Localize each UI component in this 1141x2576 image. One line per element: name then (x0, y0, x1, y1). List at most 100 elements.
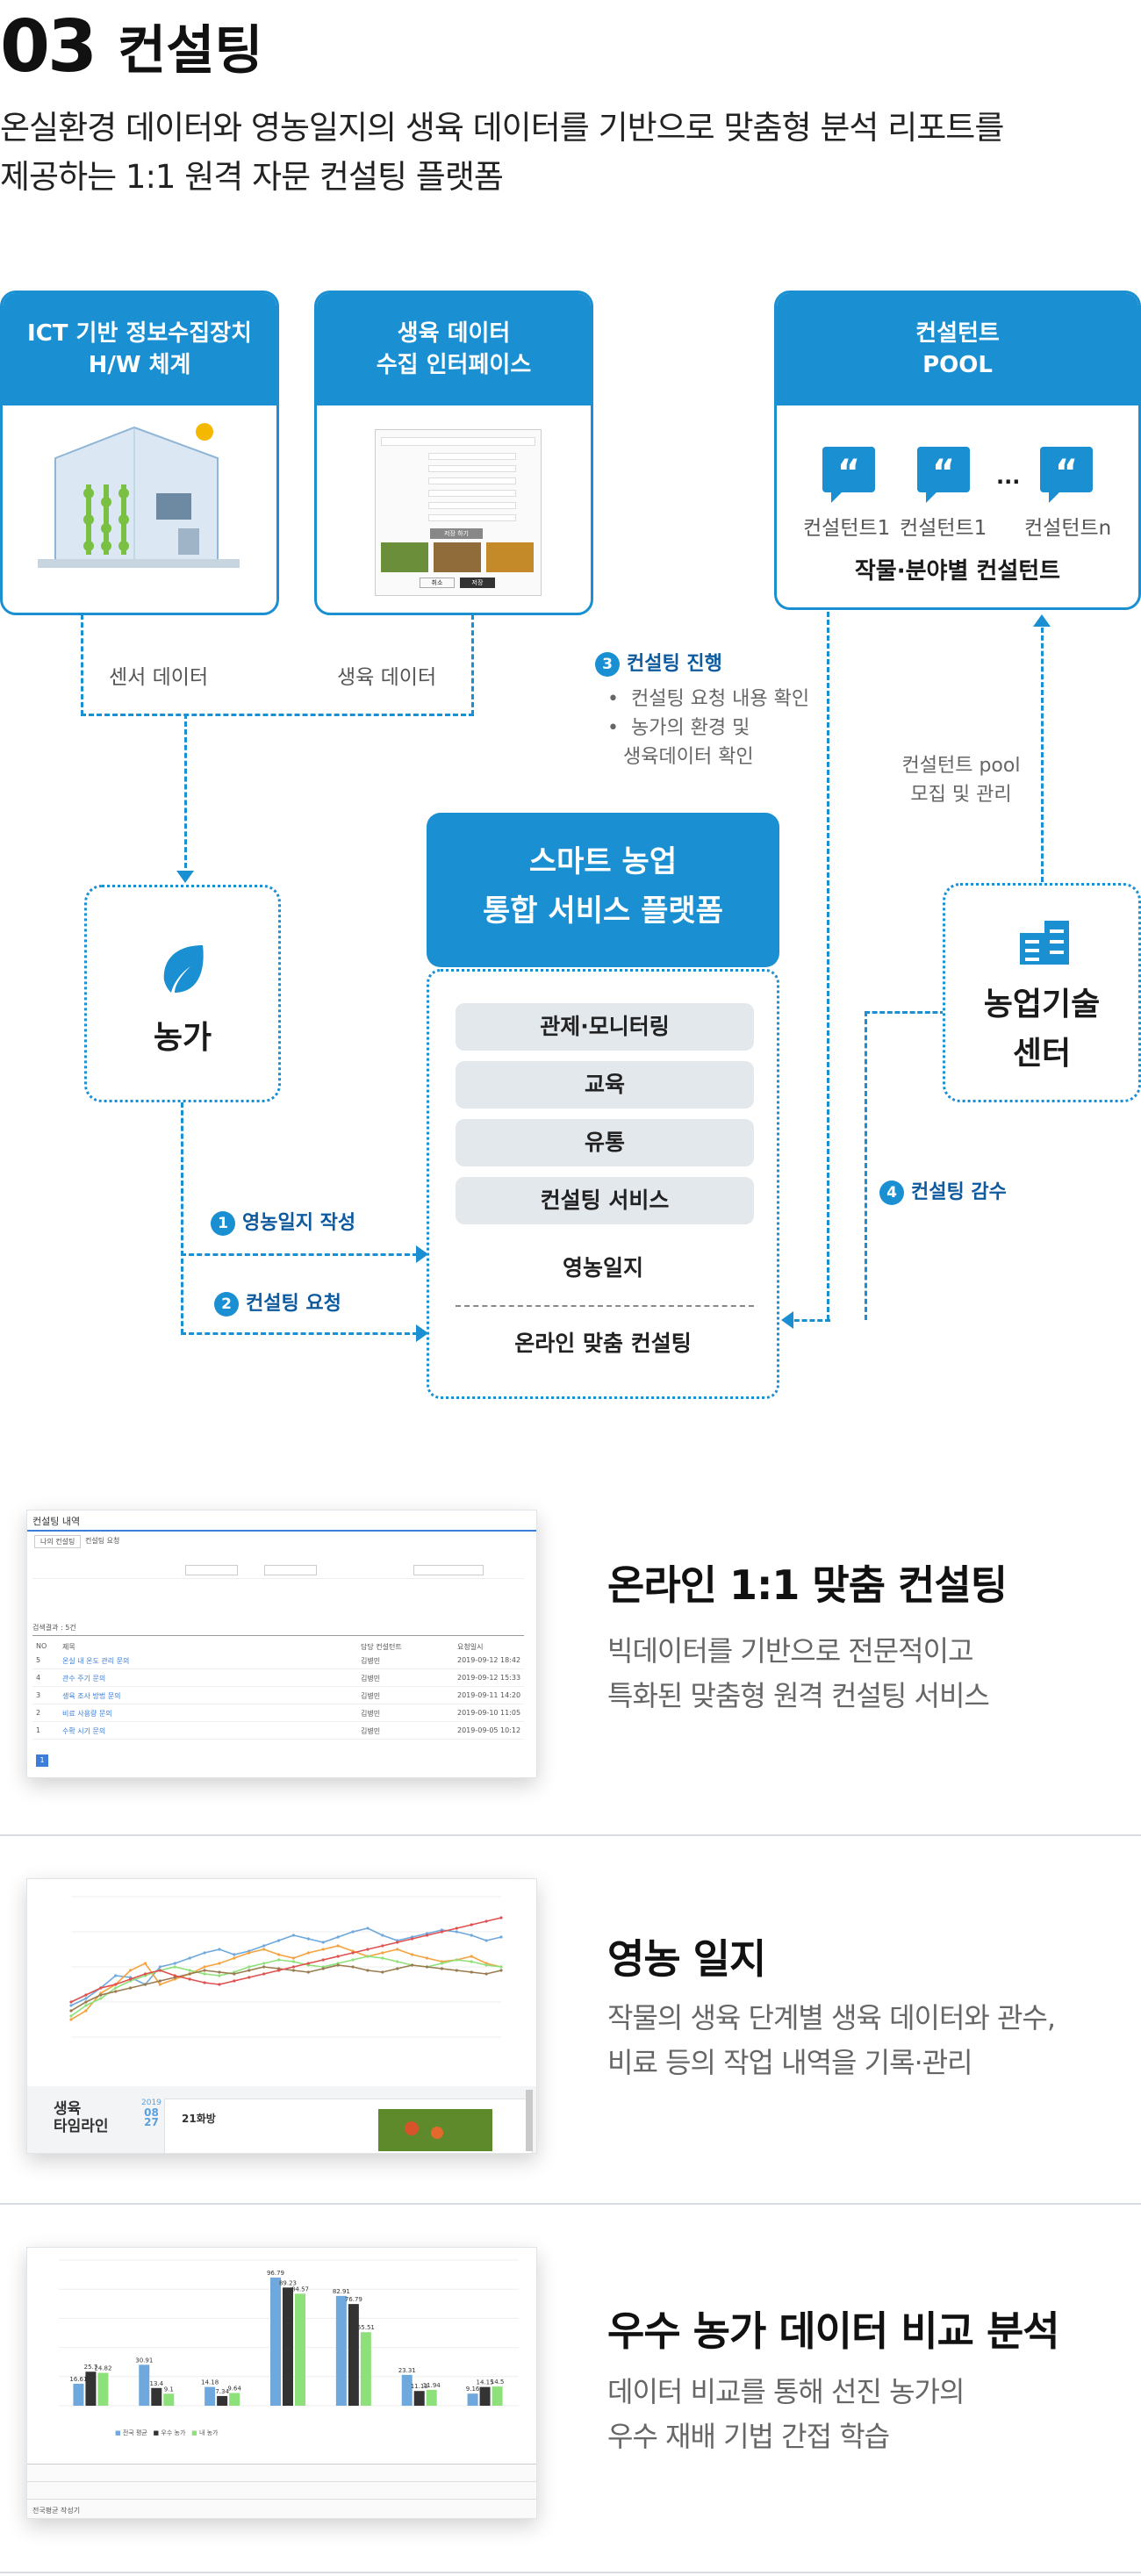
platform-title-1: 스마트 농업 (528, 844, 678, 879)
series-line-0 (70, 1927, 502, 2006)
series-point (366, 1927, 370, 1930)
series-point (203, 1965, 206, 1969)
bar-value-label: 30.91 (135, 2357, 153, 2364)
table-cell: 2019-09-12 18:42 (457, 1656, 521, 1664)
series-point (484, 1972, 488, 1976)
series-point (262, 1944, 266, 1948)
bar-value-label: 7.34 (215, 2388, 229, 2395)
service-consulting[interactable]: 컨설팅 서비스 (456, 1177, 754, 1224)
consulting-row-title[interactable]: 비료 사용량 문의 (62, 1710, 112, 1718)
series-point (470, 1923, 473, 1927)
series-point (69, 2014, 73, 2018)
step3-bullet-2: 농가의 환경 및 (630, 717, 750, 739)
bar (479, 2386, 491, 2406)
series-point (381, 1956, 384, 1960)
bar-value-label: 14.15 (477, 2379, 494, 2386)
bar-value-label: 25.7 (84, 2364, 98, 2371)
bar (205, 2386, 216, 2406)
series-point (336, 1955, 340, 1958)
service-online-consulting[interactable]: 온라인 맞춤 컨설팅 (514, 1331, 692, 1356)
series-point (276, 1958, 281, 1962)
series-point (84, 2004, 88, 2007)
service-monitoring[interactable]: 관제·모니터링 (456, 1003, 754, 1051)
series-point (321, 1948, 325, 1951)
table-cell: 2019-09-05 10:12 (457, 1726, 521, 1734)
table-cell: 2019-09-12 15:33 (457, 1674, 521, 1682)
series-point (114, 1974, 118, 1977)
consulting-row-title[interactable]: 온실 내 온도 관리 문의 (62, 1657, 130, 1665)
series-point (470, 1970, 473, 1974)
series-point (143, 1962, 147, 1965)
service-distribution[interactable]: 유통 (456, 1119, 754, 1166)
series-point (306, 1951, 310, 1955)
series-point (336, 1935, 340, 1939)
series-point (248, 1976, 251, 1979)
bar-value-label: 76.79 (345, 2296, 362, 2303)
form-ok-button[interactable]: 저장 (460, 578, 495, 588)
service-journal[interactable]: 영농일지 (562, 1255, 643, 1281)
series-point (203, 1969, 206, 1972)
series-point (440, 1962, 444, 1965)
bar (229, 2393, 240, 2406)
series-point (291, 1956, 296, 1960)
bar-value-label: 89.23 (279, 2279, 297, 2286)
series-line-3 (70, 1964, 502, 2012)
service-education[interactable]: 교육 (456, 1061, 754, 1109)
series-point (484, 1963, 488, 1967)
feature2-desc: 작물의 생육 단계별 생육 데이터와 관수, 비료 등의 작업 내역을 기록·관… (607, 2001, 1056, 2079)
series-point (336, 1963, 340, 1967)
pagination-page[interactable]: 1 (36, 1754, 48, 1767)
series-point (499, 1965, 503, 1969)
series-point (69, 2004, 73, 2007)
series-point (321, 1967, 325, 1970)
consultant-pool-card: 컨설턴트 POOL “ “ ... “ 컨설턴트1 컨설턴트1 컨설턴트n 작물… (774, 291, 1141, 610)
table-cell: 3 (36, 1691, 41, 1699)
consulting-row-title[interactable]: 수확 시기 문의 (62, 1727, 106, 1735)
series-point (114, 1990, 118, 1993)
bar (73, 2383, 84, 2406)
series-point (306, 1970, 310, 1974)
pool-title-1: 컨설턴트 (915, 320, 1000, 347)
form-save-button[interactable]: 저장 하기 (430, 528, 483, 539)
leaf-icon (163, 945, 204, 993)
series-point (396, 1960, 399, 1963)
series-point (440, 1930, 444, 1934)
bar (139, 2364, 150, 2406)
form-cancel-button[interactable]: 취소 (420, 578, 455, 588)
series-point (69, 2009, 73, 2013)
greenhouse-illustration (38, 423, 240, 568)
bar (295, 2293, 305, 2406)
consulting-row-title[interactable]: 관수 주기 문의 (62, 1675, 106, 1683)
series-point (366, 1948, 370, 1951)
series-point (306, 1937, 310, 1941)
series-point (499, 1935, 503, 1939)
shot1-tab-mine[interactable]: 나의 컨설팅 (34, 1535, 82, 1548)
series-point (173, 1974, 176, 1977)
bar (163, 2393, 175, 2406)
bar-value-label: 84.57 (291, 2285, 309, 2293)
bar (360, 2332, 371, 2406)
series-point (128, 1969, 133, 1972)
consulting-row-title[interactable]: 생육 조사 방법 문의 (62, 1692, 121, 1700)
bar (467, 2393, 478, 2406)
bar-value-label: 11.13 (411, 2383, 428, 2390)
series-point (470, 1955, 473, 1958)
bar-value-label: 11.94 (423, 2382, 441, 2389)
bar-value-label: 9.64 (227, 2385, 241, 2392)
pool-title-2: POOL (922, 352, 993, 378)
consultant-2: 컨설턴트1 (900, 517, 987, 540)
farm-node: 농가 (84, 885, 281, 1102)
pool-dots: ... (996, 464, 1021, 489)
bar (283, 2287, 293, 2406)
series-point (306, 1962, 310, 1965)
shot1-tab-request[interactable]: 컨설팅 요청 (85, 1537, 120, 1545)
series-point (484, 1919, 488, 1923)
series-point (262, 1972, 266, 1976)
section-number: 03 (0, 5, 97, 89)
series-point (128, 1977, 133, 1981)
